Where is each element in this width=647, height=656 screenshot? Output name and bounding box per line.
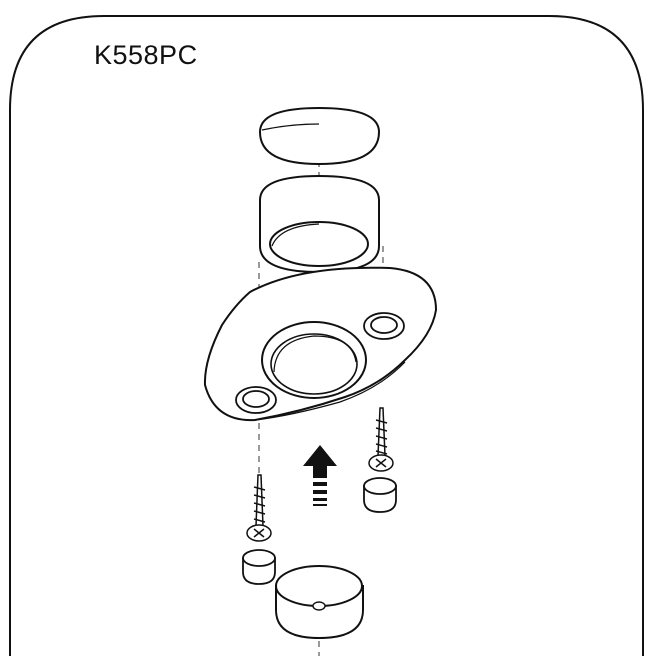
plate-screw-hole-left xyxy=(235,386,277,414)
screw-right xyxy=(368,407,394,472)
middle-ring xyxy=(259,174,380,274)
plate-screw-hole-right xyxy=(363,312,405,340)
base-plate xyxy=(203,266,438,422)
bottom-floor-disc xyxy=(275,565,364,640)
wall-plug-right xyxy=(363,477,397,513)
up-arrow-icon xyxy=(303,445,337,506)
screw-left xyxy=(246,474,272,542)
wall-plug-left xyxy=(242,549,276,585)
model-code-label: K558PC xyxy=(94,40,198,70)
diagram-frame xyxy=(9,15,644,656)
top-cap-disc xyxy=(258,106,381,166)
